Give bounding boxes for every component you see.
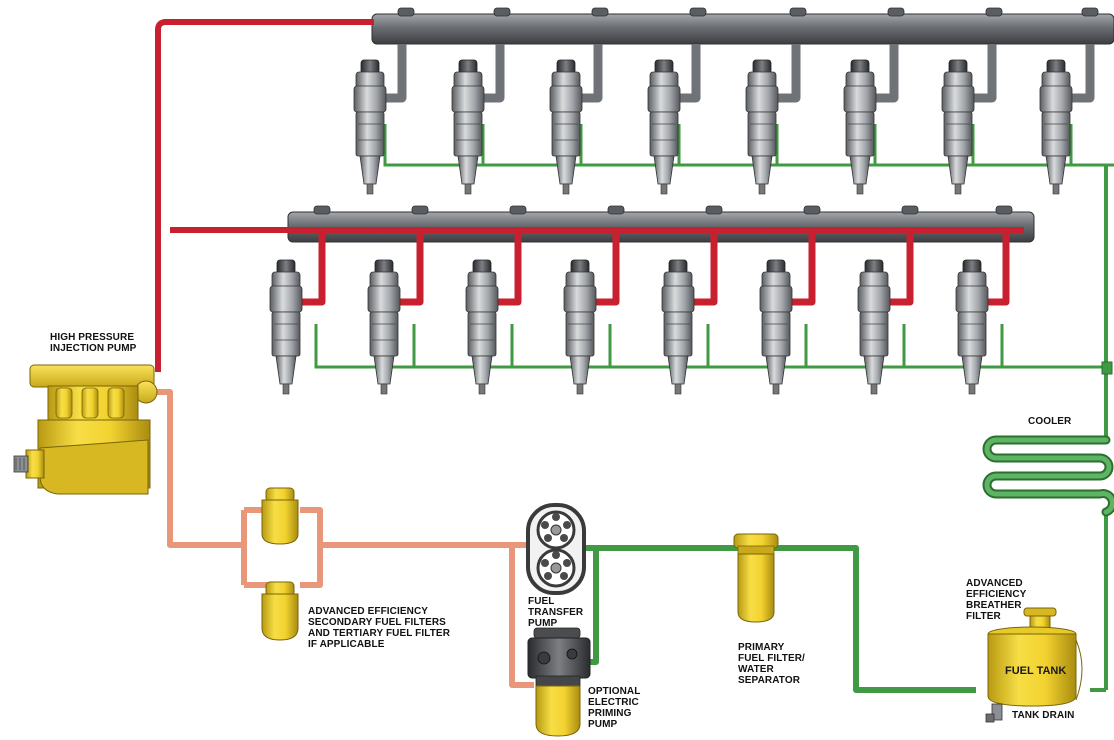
label-transfer-pump: FUEL TRANSFER PUMP (528, 596, 584, 629)
label-high-pressure-pump: HIGH PRESSURE INJECTION PUMP (50, 332, 137, 354)
high-pressure-pump (13, 364, 158, 495)
primary-fuel-filter (733, 533, 779, 623)
label-priming-pump: OPTIONAL ELECTRIC PRIMING PUMP (588, 686, 641, 730)
label-cooler: COOLER (1028, 416, 1072, 427)
cooler-coil (982, 435, 1114, 517)
label-secondary-filters: ADVANCED EFFICIENCY SECONDARY FUEL FILTE… (308, 606, 451, 650)
fuel-transfer-pump (526, 503, 586, 595)
electric-priming-pump (527, 627, 591, 737)
tertiary-fuel-filter (261, 581, 299, 641)
label-tank-drain: TANK DRAIN (1012, 710, 1075, 721)
label-primary-filter: PRIMARY FUEL FILTER/ WATER SEPARATOR (738, 642, 805, 686)
fuel-tank: FUEL TANK (985, 607, 1083, 723)
fuel-tank-label: FUEL TANK (1005, 665, 1066, 677)
label-breather-filter: ADVANCED EFFICIENCY BREATHER FILTER (966, 578, 1027, 622)
secondary-fuel-filter (261, 487, 299, 545)
